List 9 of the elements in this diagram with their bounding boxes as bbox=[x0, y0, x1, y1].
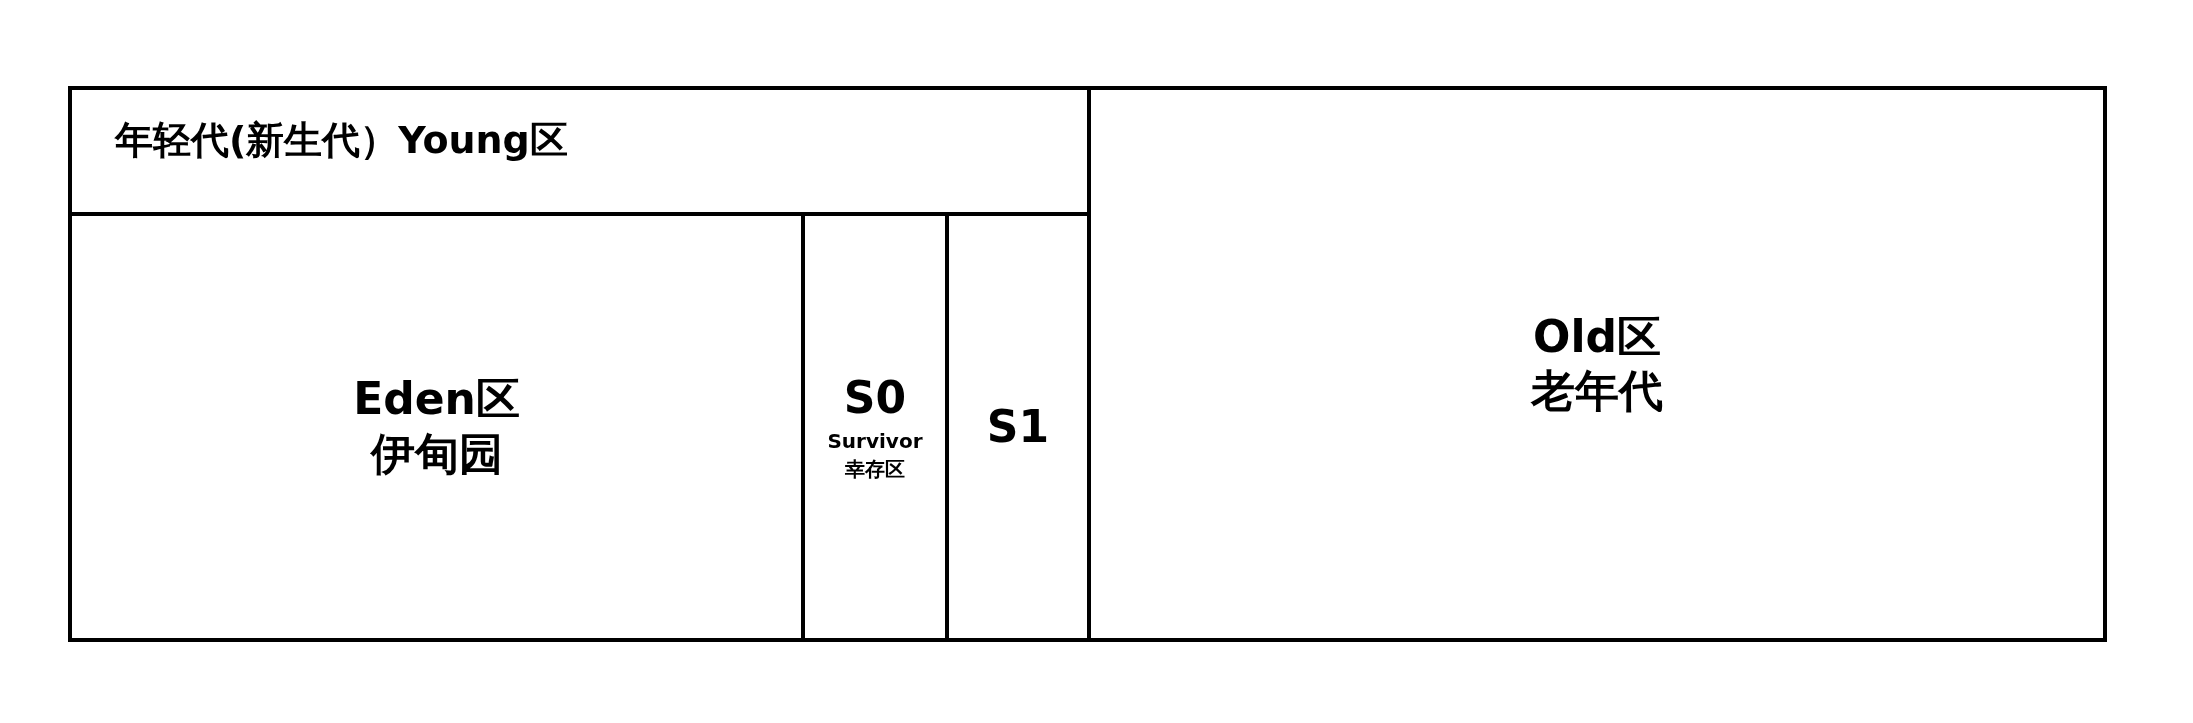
region-label: Eden区 bbox=[353, 374, 520, 425]
region-caption: 幸存区 bbox=[845, 457, 905, 481]
region-label: S1 bbox=[986, 401, 1050, 453]
region-label: S0 bbox=[843, 373, 907, 424]
region-label: 老年代 bbox=[1531, 365, 1663, 417]
region-label: 伊甸园 bbox=[370, 429, 503, 480]
region-caption: Survivor bbox=[827, 429, 923, 453]
generation-heading: 年轻代(新生代）Young区 bbox=[115, 119, 568, 163]
region-label: Old区 bbox=[1533, 311, 1661, 363]
